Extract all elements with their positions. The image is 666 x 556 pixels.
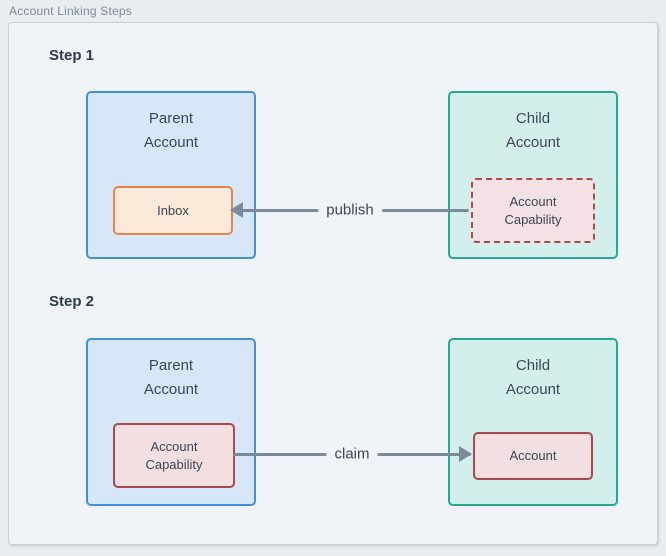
claim-arrow: claim [233, 443, 472, 465]
step1-inbox-node: Inbox [113, 186, 233, 235]
publish-arrow: publish [230, 199, 469, 221]
arrowhead-right-icon [459, 446, 472, 462]
publish-arrow-label: publish [318, 201, 382, 219]
diagram-title: Account Linking Steps [9, 4, 132, 18]
step2-parent-account-box: Parent Account Account Capability [86, 338, 256, 506]
step-1-label: Step 1 [49, 47, 95, 64]
step1-child-account-box: Child Account Account Capability [448, 91, 618, 259]
arrowhead-left-icon [230, 202, 243, 218]
step1-child-account-title: Child Account [505, 110, 561, 151]
step1-parent-account-box: Parent Account Inbox [86, 91, 256, 259]
step2-child-account-title: Child Account [505, 357, 561, 398]
step-2-label: Step 2 [49, 293, 95, 310]
step1-account-capability-node: Account Capability [471, 178, 595, 243]
step1-parent-account-title: Parent Account [143, 110, 199, 151]
step2-account-node: Account [473, 432, 593, 480]
step2-child-account-box: Child Account Account [448, 338, 618, 506]
step2-parent-account-title: Parent Account [143, 357, 199, 398]
claim-arrow-label: claim [326, 445, 378, 463]
diagram-canvas: Step 1 Parent Account Inbox Child Accoun… [8, 22, 658, 545]
step2-account-capability-node: Account Capability [113, 423, 235, 488]
